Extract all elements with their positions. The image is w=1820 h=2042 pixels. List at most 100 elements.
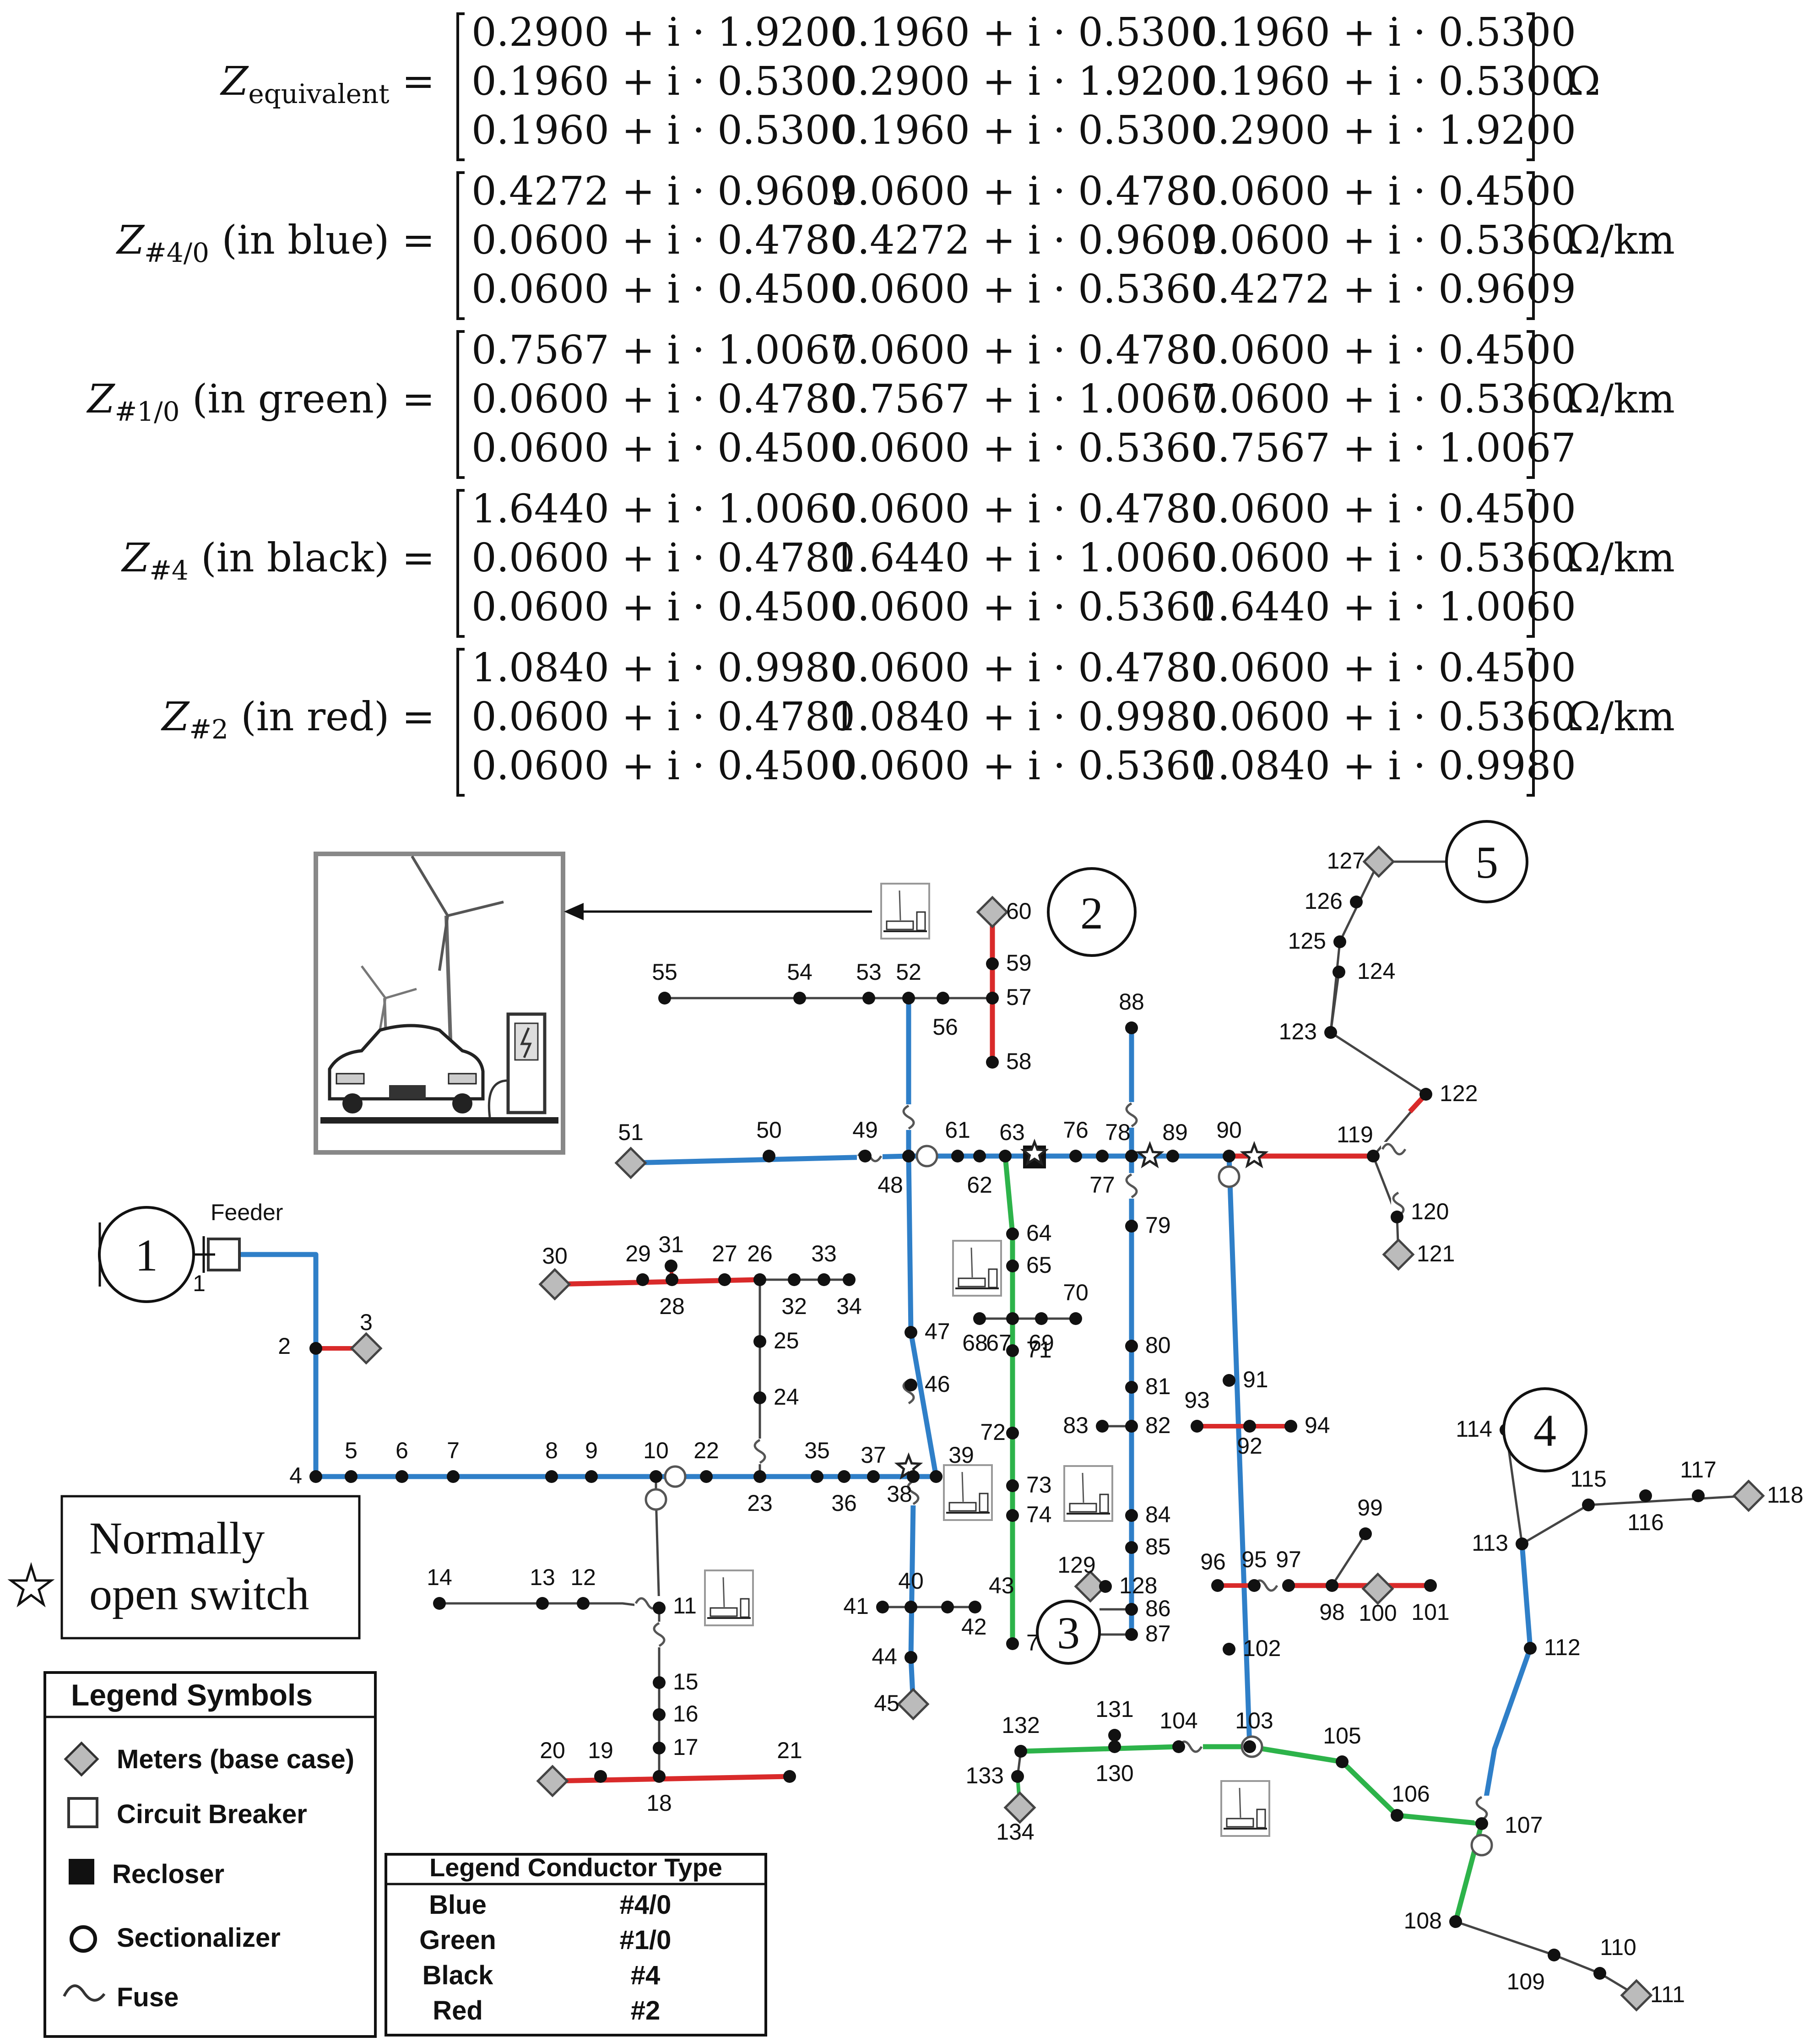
node-label: 46 bbox=[925, 1371, 950, 1397]
node-label: 89 bbox=[1162, 1119, 1188, 1145]
diamond-icon bbox=[1003, 1791, 1036, 1824]
bus-node bbox=[1125, 1420, 1138, 1433]
fuse-icon bbox=[63, 1984, 106, 2002]
circle-label-5: 5 bbox=[1475, 837, 1498, 888]
bus-node bbox=[1069, 1312, 1082, 1325]
bus-node bbox=[1006, 1312, 1019, 1325]
conductor bbox=[1329, 860, 1446, 1157]
left-bracket bbox=[456, 171, 465, 320]
bus-node bbox=[1108, 1740, 1121, 1753]
bus-node bbox=[1593, 1967, 1606, 1980]
node-label: 98 bbox=[1319, 1599, 1345, 1625]
node-label: 130 bbox=[1095, 1760, 1133, 1786]
node-label: 49 bbox=[852, 1117, 878, 1143]
node-label: 71 bbox=[1026, 1337, 1052, 1363]
node-label: 82 bbox=[1145, 1412, 1171, 1438]
matrix-entry: 0.0600 + i · 0.4780 bbox=[832, 327, 1216, 373]
node-label: 79 bbox=[1145, 1212, 1171, 1238]
matrix-entry: 1.6440 + i · 1.0060 bbox=[832, 535, 1216, 581]
bus-node bbox=[1367, 1150, 1380, 1162]
node-label: 19 bbox=[588, 1738, 613, 1763]
bus-node bbox=[905, 1651, 917, 1664]
bus-node bbox=[1125, 1628, 1138, 1641]
legend-circuit-breaker: Circuit Breaker bbox=[117, 1799, 307, 1829]
node-label: 120 bbox=[1411, 1199, 1449, 1224]
conductor bbox=[1226, 1156, 1252, 1747]
circle-label-3: 3 bbox=[1057, 1608, 1080, 1658]
matrix-entry: 0.0600 + i · 0.4500 bbox=[1192, 327, 1576, 373]
matrix-entry: 0.2900 + i · 1.9200 bbox=[1192, 108, 1576, 153]
node-label: 48 bbox=[878, 1172, 903, 1198]
equation-unit: Ω/km bbox=[1568, 217, 1675, 263]
bus-node bbox=[859, 1150, 872, 1162]
bus-node bbox=[650, 1470, 662, 1483]
matrix-entry: 0.1960 + i · 0.5300 bbox=[832, 108, 1216, 153]
node-label: 24 bbox=[774, 1384, 799, 1410]
bus-node bbox=[1223, 1150, 1235, 1162]
legend-symbols: Legend Symbols Meters (base case) Circui… bbox=[43, 1671, 377, 2038]
node-label: 114 bbox=[1456, 1416, 1492, 1442]
node-label: 8 bbox=[545, 1438, 558, 1463]
conductor bbox=[552, 1774, 790, 1784]
node-label: 55 bbox=[652, 959, 677, 985]
matrix-entry: 0.0600 + i · 0.4500 bbox=[1192, 168, 1576, 214]
node-label: 16 bbox=[673, 1701, 699, 1727]
conductor bbox=[1479, 1543, 1533, 1824]
bus-node bbox=[665, 1260, 677, 1272]
conductor bbox=[439, 1602, 660, 1609]
node-label: 36 bbox=[831, 1490, 857, 1516]
bus-node bbox=[1096, 1150, 1109, 1162]
fuse-icon bbox=[1381, 1143, 1407, 1156]
bus-node bbox=[941, 1601, 954, 1613]
matrix-entry: 0.4272 + i · 0.9609 bbox=[832, 217, 1216, 263]
matrix-entry: 0.1960 + i · 0.5300 bbox=[1192, 10, 1576, 55]
node-label: 80 bbox=[1145, 1332, 1171, 1358]
bus-node bbox=[1011, 1770, 1024, 1783]
node-label: 39 bbox=[948, 1442, 974, 1468]
right-bracket bbox=[1527, 489, 1535, 638]
bus-node bbox=[1099, 1580, 1112, 1593]
matrix-entry: 0.0600 + i · 0.4500 bbox=[471, 425, 855, 471]
node-label: 102 bbox=[1243, 1635, 1281, 1661]
node-label: 5 bbox=[345, 1438, 358, 1463]
node-label: 83 bbox=[1063, 1412, 1089, 1438]
node-label: 68 bbox=[962, 1330, 988, 1356]
node-label: 76 bbox=[1063, 1117, 1089, 1143]
bus-node bbox=[1006, 1227, 1019, 1240]
bus-node bbox=[838, 1470, 850, 1483]
matrix-entry: 0.1960 + i · 0.5300 bbox=[832, 10, 1216, 55]
fuse-icon bbox=[1392, 1191, 1405, 1217]
matrix-entry: 0.0600 + i · 0.4500 bbox=[1192, 645, 1576, 691]
node-label: 40 bbox=[898, 1568, 924, 1594]
node-label: 74 bbox=[1026, 1502, 1052, 1527]
matrix-entry: 0.0600 + i · 0.5360 bbox=[1192, 535, 1576, 581]
fuse-icon bbox=[1125, 1102, 1138, 1128]
legend-recloser: Recloser bbox=[112, 1859, 224, 1889]
bus-node bbox=[1125, 1220, 1138, 1233]
conductor-color-name: Black bbox=[422, 1961, 494, 1990]
star-icon bbox=[1240, 1140, 1269, 1168]
node-label: 6 bbox=[395, 1438, 408, 1463]
conductor bbox=[906, 998, 939, 1477]
node-label: 129 bbox=[1057, 1552, 1095, 1578]
bus-node bbox=[1223, 1374, 1235, 1387]
bus-node bbox=[1223, 1643, 1235, 1656]
normally-open-switch-note: Normally open switch bbox=[7, 1495, 361, 1640]
bus-node bbox=[1243, 1420, 1256, 1433]
node-label: 119 bbox=[1337, 1122, 1373, 1147]
node-label: 95 bbox=[1241, 1547, 1267, 1572]
node-label: 58 bbox=[1006, 1048, 1032, 1074]
ev-station-icon bbox=[943, 1464, 993, 1521]
matrix-entry: 0.2900 + i · 1.9200 bbox=[832, 59, 1216, 104]
ev-station-icon bbox=[704, 1570, 754, 1626]
node-label: 106 bbox=[1392, 1781, 1430, 1807]
node-label: 22 bbox=[693, 1438, 719, 1463]
node-label: 7 bbox=[447, 1438, 460, 1463]
bus-node bbox=[1125, 1509, 1138, 1522]
conductor bbox=[1331, 1533, 1367, 1586]
bus-node bbox=[1524, 1642, 1537, 1655]
bus-node bbox=[1172, 1740, 1185, 1753]
diamond-icon bbox=[897, 1688, 930, 1721]
